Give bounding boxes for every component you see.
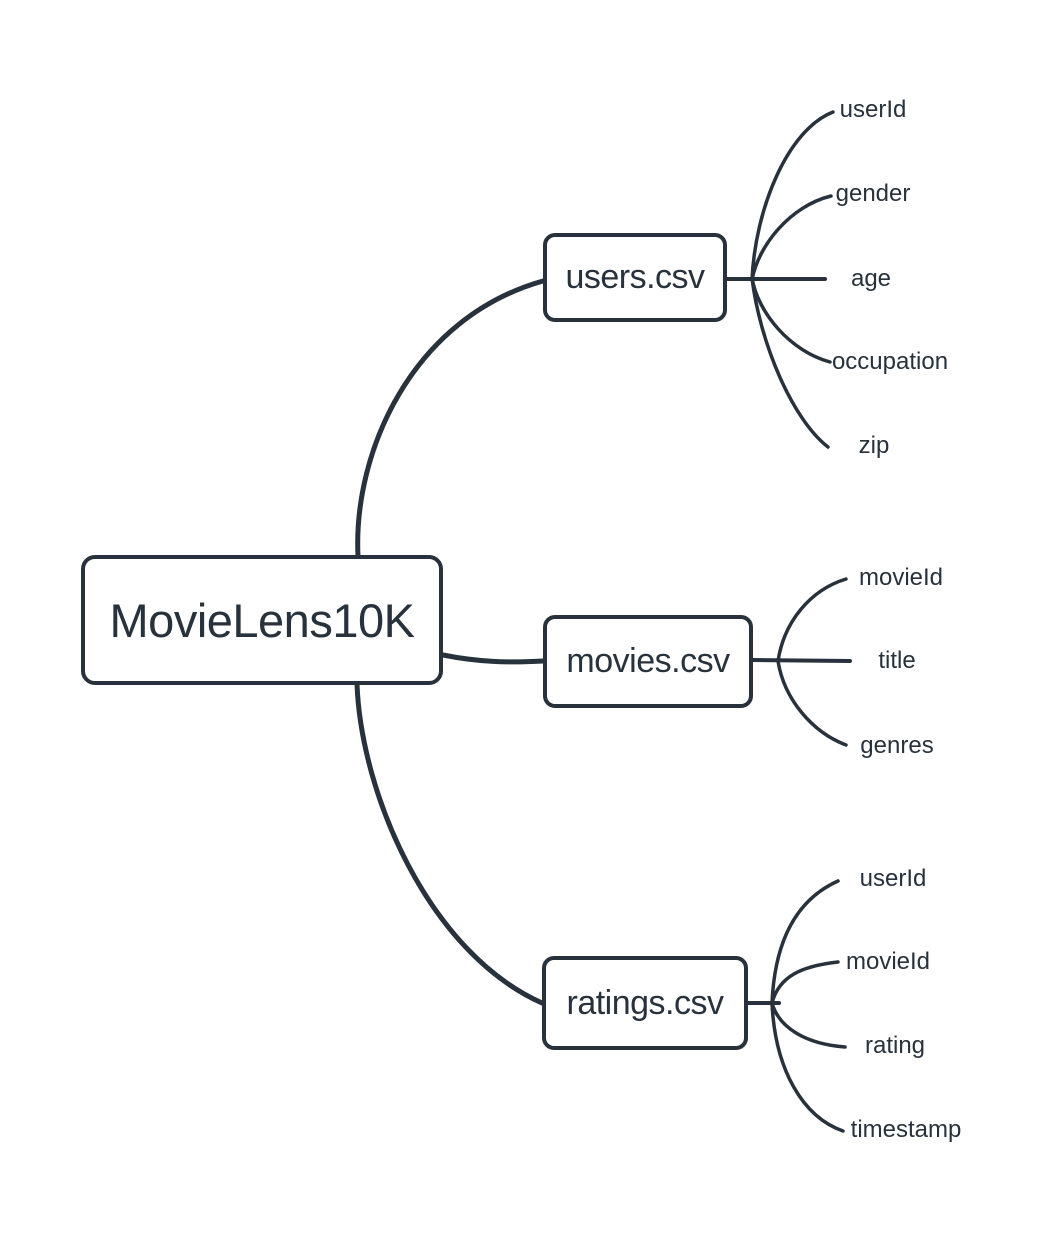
- leaf-label-ratings-rating: rating: [864, 1032, 926, 1059]
- node-movies-csv: movies.csv: [543, 615, 753, 708]
- leaf-label-ratings-movieid: movieId: [845, 948, 931, 975]
- edge-movies-title: [751, 658, 852, 663]
- node-users-csv: users.csv: [543, 233, 727, 322]
- edge-movies-genres: [776, 659, 848, 747]
- node-ratings-csv: ratings.csv: [542, 956, 748, 1050]
- leaf-label-ratings-userid: userId: [859, 865, 927, 892]
- leaf-label-movies-movieid: movieId: [858, 564, 944, 591]
- node-root-label: MovieLens10K: [109, 593, 415, 647]
- edge-users-occupation: [750, 276, 832, 364]
- edge-ratings-movieid: [770, 960, 840, 1005]
- node-ratings-label: ratings.csv: [566, 983, 725, 1022]
- edge-ratings-rating: [770, 1001, 847, 1049]
- leaf-label-users-occupation: occupation: [831, 348, 949, 375]
- node-root: MovieLens10K: [81, 555, 443, 685]
- edge-ratings-userid: [770, 879, 840, 1005]
- node-movies-label: movies.csv: [566, 642, 730, 680]
- edge-ratings-timestamp: [770, 1001, 845, 1133]
- edge-users-userid: [750, 110, 835, 282]
- leaf-label-movies-title: title: [878, 647, 916, 674]
- leaf-label-movies-genres: genres: [860, 732, 934, 759]
- leaf-label-ratings-timestamp: timestamp: [850, 1116, 962, 1143]
- edge-movies-movieid: [776, 577, 848, 663]
- leaf-label-users-zip: zip: [858, 432, 890, 459]
- leaf-label-users-userid: userId: [839, 96, 907, 123]
- edge-root-users: [355, 278, 546, 559]
- edge-users-gender: [750, 194, 833, 282]
- leaf-label-users-age: age: [850, 265, 892, 292]
- edge-root-ratings: [354, 681, 545, 1006]
- edge-users-zip: [750, 276, 830, 449]
- edge-root-movies: [440, 652, 546, 665]
- leaf-label-users-gender: gender: [835, 180, 911, 207]
- node-users-label: users.csv: [565, 258, 705, 296]
